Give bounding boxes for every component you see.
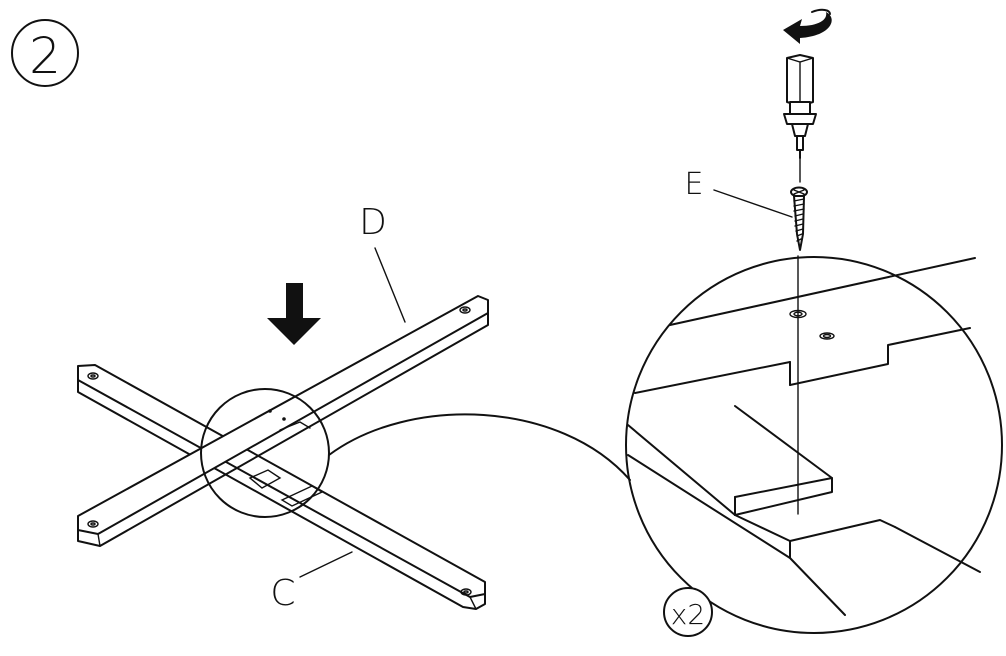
step-badge: 2 — [11, 19, 79, 87]
leg-d — [77, 295, 489, 547]
leg-c — [77, 364, 486, 610]
joint-zoom-circle — [200, 388, 330, 518]
rotation-arrow-icon — [783, 8, 832, 44]
quantity-text: x2 — [671, 598, 705, 631]
part-label-c: C — [270, 573, 295, 614]
leader-e — [713, 189, 793, 218]
magnified-detail — [625, 255, 1003, 634]
screwdriver-icon — [783, 54, 817, 183]
step-number: 2 — [29, 27, 61, 85]
quantity-badge: x2 — [663, 587, 713, 637]
part-label-d: D — [359, 202, 387, 243]
part-label-e: E — [685, 167, 704, 202]
callout-connector — [328, 413, 631, 481]
leader-d — [374, 247, 406, 323]
screw-icon — [790, 186, 808, 251]
down-arrow-icon — [267, 283, 321, 345]
leader-c — [299, 551, 353, 578]
